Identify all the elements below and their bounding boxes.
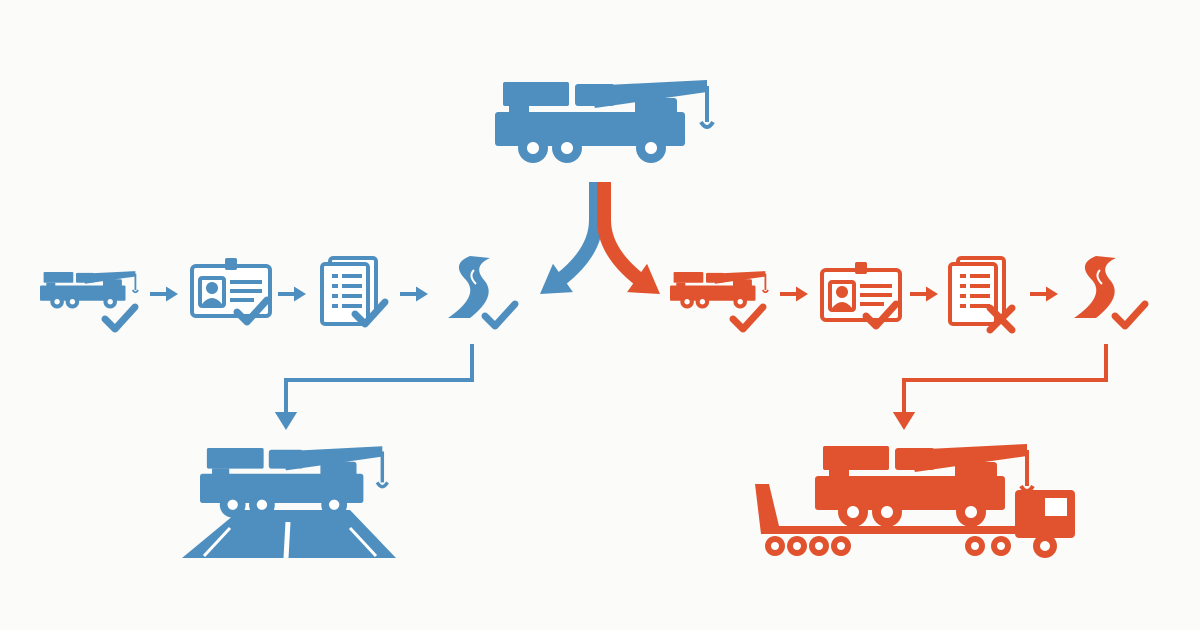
red-connector-line [902,344,1108,412]
red-step-arrow-2-head [926,286,938,302]
split-arrow-blue-head [540,263,573,294]
blue-step-arrow-2-head [294,286,306,302]
split-arrow-red-head [627,263,660,294]
split-arrow-blue [555,182,603,286]
red-step-1-check-icon [733,307,763,329]
blue-connector-head [274,412,298,430]
blue-step-1-check-icon [105,307,135,329]
crane-on-lowbed-trailer-icon [755,444,1075,558]
crane-on-road-icon [182,446,396,559]
red-step-1-crane-icon [670,271,769,309]
blue-step-arrow-1-head [166,286,178,302]
blue-step-1-crane-icon [40,271,139,309]
red-step-arrow-1-head [796,286,808,302]
blue-step-arrow-3-head [416,286,428,302]
red-connector-head [892,412,916,430]
split-arrow-red [597,182,645,286]
blue-step-4-check-icon [485,304,515,326]
outcome-crane-icon [815,444,1033,527]
blue-connector-line [284,344,474,412]
blue-step-3-document-icon [322,258,376,324]
red-step-arrow-3-head [1046,286,1058,302]
mobile-crane-icon [495,80,713,163]
red-step-4-road-route-icon [1073,255,1117,319]
blue-step-4-road-route-icon [447,255,491,319]
red-step-4-check-icon [1115,304,1145,326]
outcome-crane-icon [200,446,388,518]
